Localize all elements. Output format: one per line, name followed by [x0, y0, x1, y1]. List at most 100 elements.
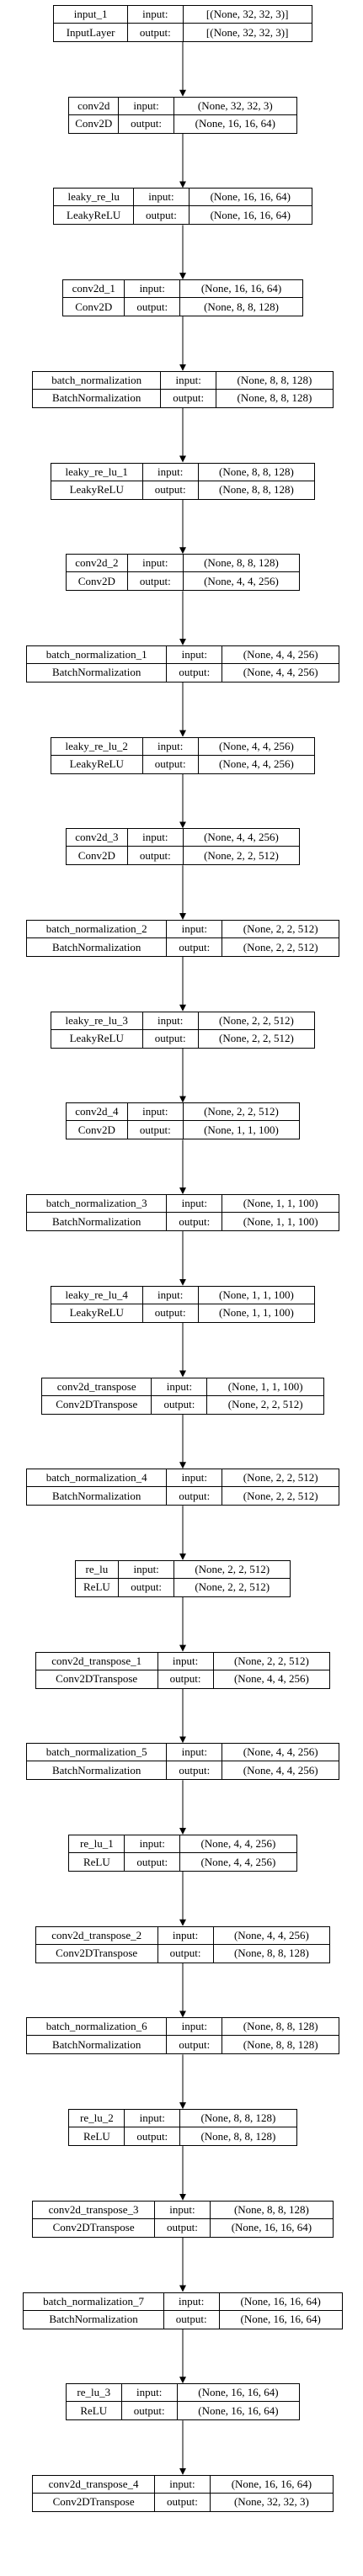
layer-name: conv2d_transpose_3 [33, 2201, 155, 2219]
output-shape: (None, 2, 2, 512) [227, 1398, 303, 1410]
output-shape: (None, 32, 32, 3) [233, 2495, 309, 2509]
input-shape: (None, 4, 4, 256) [180, 1835, 296, 1853]
input-shape: (None, 8, 8, 128) [183, 555, 300, 573]
output-label: output: [164, 2310, 220, 2329]
layer-name: conv2d_1 [63, 280, 125, 299]
input-shape: (None, 4, 4, 256) [213, 1927, 330, 1945]
input-shape: (None, 2, 2, 512) [222, 1469, 339, 1488]
layer-name: re_lu_1 [69, 1835, 125, 1853]
input-label: input: [152, 1378, 208, 1396]
output-label: output: [158, 1670, 214, 1688]
input-shape: (None, 4, 4, 256) [183, 829, 300, 847]
layer-name: batch_normalization_4 [27, 1469, 168, 1488]
layer-type: Conv2DTranspose [42, 1395, 152, 1414]
layer-name: batch_normalization_1 [27, 645, 168, 664]
layer-name: conv2d_transpose_1 [35, 1652, 158, 1670]
output-shape: (None, 8, 8, 128) [233, 1947, 309, 1960]
output-label: output: [125, 2127, 181, 2146]
input-shape: (None, 2, 2, 512) [183, 1103, 300, 1122]
layer-name: leaky_re_lu [54, 189, 134, 207]
input-shape: (None, 2, 2, 512) [198, 1012, 315, 1030]
output-shape: (None, 8, 8, 128) [237, 391, 312, 405]
output-label: output: [128, 847, 184, 865]
layer-type: LeakyReLU [51, 1029, 143, 1048]
layer-type: BatchNormalization [27, 1761, 168, 1780]
output-shape: (None, 8, 8, 128) [243, 2037, 318, 2051]
input-label: input: [133, 189, 190, 207]
input-label: input: [142, 463, 199, 481]
layer-name: leaky_re_lu_2 [51, 737, 143, 756]
layer-type: Conv2DTranspose [33, 2218, 155, 2237]
input-shape: (None, 4, 4, 256) [222, 646, 339, 664]
output-shape: (None, 4, 4, 256) [200, 1855, 276, 1868]
output-shape: (None, 8, 8, 128) [204, 300, 279, 313]
output-shape: (None, 4, 4, 256) [233, 1672, 309, 1686]
input-shape: (None, 32, 32, 3) [174, 98, 296, 115]
layer-type: Conv2D [67, 1121, 128, 1139]
input-shape: (None, 8, 8, 128) [180, 2110, 296, 2128]
output-label: output: [128, 572, 184, 591]
input-shape: (None, 2, 2, 512) [222, 921, 339, 938]
input-label: input: [127, 6, 184, 24]
layer-name: batch_normalization_7 [24, 2292, 164, 2311]
layer-name: batch_normalization_3 [27, 1195, 168, 1214]
layer-type: ReLU [69, 1853, 125, 1871]
input-shape: (None, 1, 1, 100) [207, 1378, 323, 1396]
input-label: input: [167, 1195, 223, 1214]
layer-name: re_lu_3 [66, 2384, 122, 2403]
output-shape: (None, 2, 2, 512) [204, 848, 279, 862]
layer-name: conv2d_2 [66, 555, 128, 573]
input-shape: (None, 2, 2, 512) [174, 1561, 291, 1579]
input-shape: (None, 16, 16, 64) [180, 280, 302, 299]
input-label: input: [142, 1012, 199, 1030]
layer-type: ReLU [67, 2402, 122, 2420]
input-shape: (None, 8, 8, 128) [222, 2018, 339, 2037]
output-shape: (None, 16, 16, 64) [195, 117, 275, 130]
layer-type: BatchNormalization [27, 1213, 168, 1231]
layer-name: leaky_re_lu_4 [51, 1286, 143, 1304]
input-shape: (None, 16, 16, 64) [219, 2293, 342, 2311]
layer-type: Conv2DTranspose [33, 2493, 155, 2511]
layer-name: conv2d_transpose_4 [33, 2475, 155, 2494]
input-shape: (None, 16, 16, 64) [177, 2384, 300, 2403]
layer-name: re_lu [75, 1560, 120, 1579]
output-shape: [(None, 32, 32, 3)] [206, 25, 289, 39]
output-label: output: [167, 663, 223, 682]
output-label: output: [167, 1213, 223, 1231]
output-shape: (None, 2, 2, 512) [243, 940, 318, 953]
output-shape: (None, 1, 1, 100) [204, 1123, 279, 1136]
layer-type: Conv2D [67, 572, 128, 591]
input-shape: (None, 8, 8, 128) [198, 464, 315, 481]
output-shape: (None, 1, 1, 100) [219, 1306, 294, 1320]
output-label: output: [134, 206, 190, 225]
layer-type: Conv2DTranspose [36, 1670, 158, 1688]
input-label: input: [167, 1469, 223, 1488]
input-label: input: [142, 1286, 199, 1304]
output-shape: (None, 4, 4, 256) [243, 666, 318, 679]
input-shape: (None, 16, 16, 64) [189, 189, 312, 207]
layer-name: batch_normalization [33, 371, 162, 390]
output-label: output: [167, 938, 223, 956]
input-label: input: [125, 2110, 181, 2128]
input-label: input: [127, 1103, 184, 1122]
layer-type: InputLayer [54, 24, 128, 41]
layer-type: LeakyReLU [51, 755, 143, 773]
output-label: output: [155, 2218, 211, 2237]
output-label: output: [155, 2493, 211, 2511]
layer-name: conv2d_transpose_2 [35, 1926, 158, 1945]
layer-type: LeakyReLU [51, 481, 143, 499]
input-label: input: [121, 2384, 178, 2403]
output-label: output: [143, 1304, 199, 1322]
